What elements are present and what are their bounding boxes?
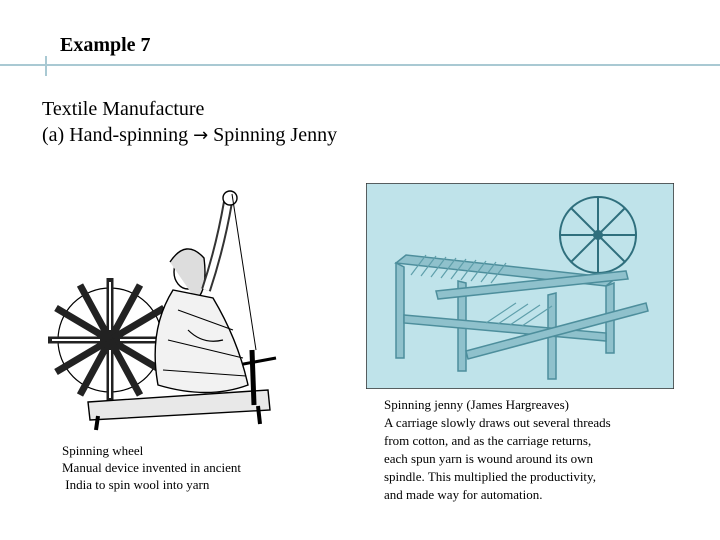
caption-line: spindle. This multiplied the productivit… xyxy=(384,469,596,484)
body-line-2-part2: Spinning Jenny xyxy=(208,124,338,146)
caption-line: Spinning jenny (James Hargreaves) xyxy=(384,397,569,412)
caption-line: each spun yarn is wound around its own xyxy=(384,451,594,466)
spinning-jenny-caption: Spinning jenny (James Hargreaves) A carr… xyxy=(384,396,611,504)
caption-line: from cotton, and as the carriage returns… xyxy=(384,433,592,448)
slide-title: Example 7 xyxy=(60,34,151,56)
spinning-wheel-caption: Spinning wheel Manual device invented in… xyxy=(62,442,241,493)
body-line-2: (a) Hand-spinning → Spinning Jenny xyxy=(42,122,337,149)
caption-line: India to spin wool into yarn xyxy=(62,477,210,492)
caption-line: Spinning wheel xyxy=(62,443,144,458)
right-arrow-icon: → xyxy=(193,125,209,146)
body-line-2-part1: (a) Hand-spinning xyxy=(42,124,194,146)
body-line-1: Textile Manufacture xyxy=(42,98,205,120)
spinning-jenny-photo xyxy=(366,183,674,389)
title-divider-line xyxy=(0,64,720,66)
caption-line: Manual device invented in ancient xyxy=(62,460,242,475)
caption-line: A carriage slowly draws out several thre… xyxy=(384,415,611,430)
title-divider-tick xyxy=(45,56,47,76)
caption-line: and made way for automation. xyxy=(384,487,543,502)
slide-body-text: Textile Manufacture (a) Hand-spinning → … xyxy=(42,96,337,149)
spinning-wheel-illustration xyxy=(48,190,277,431)
